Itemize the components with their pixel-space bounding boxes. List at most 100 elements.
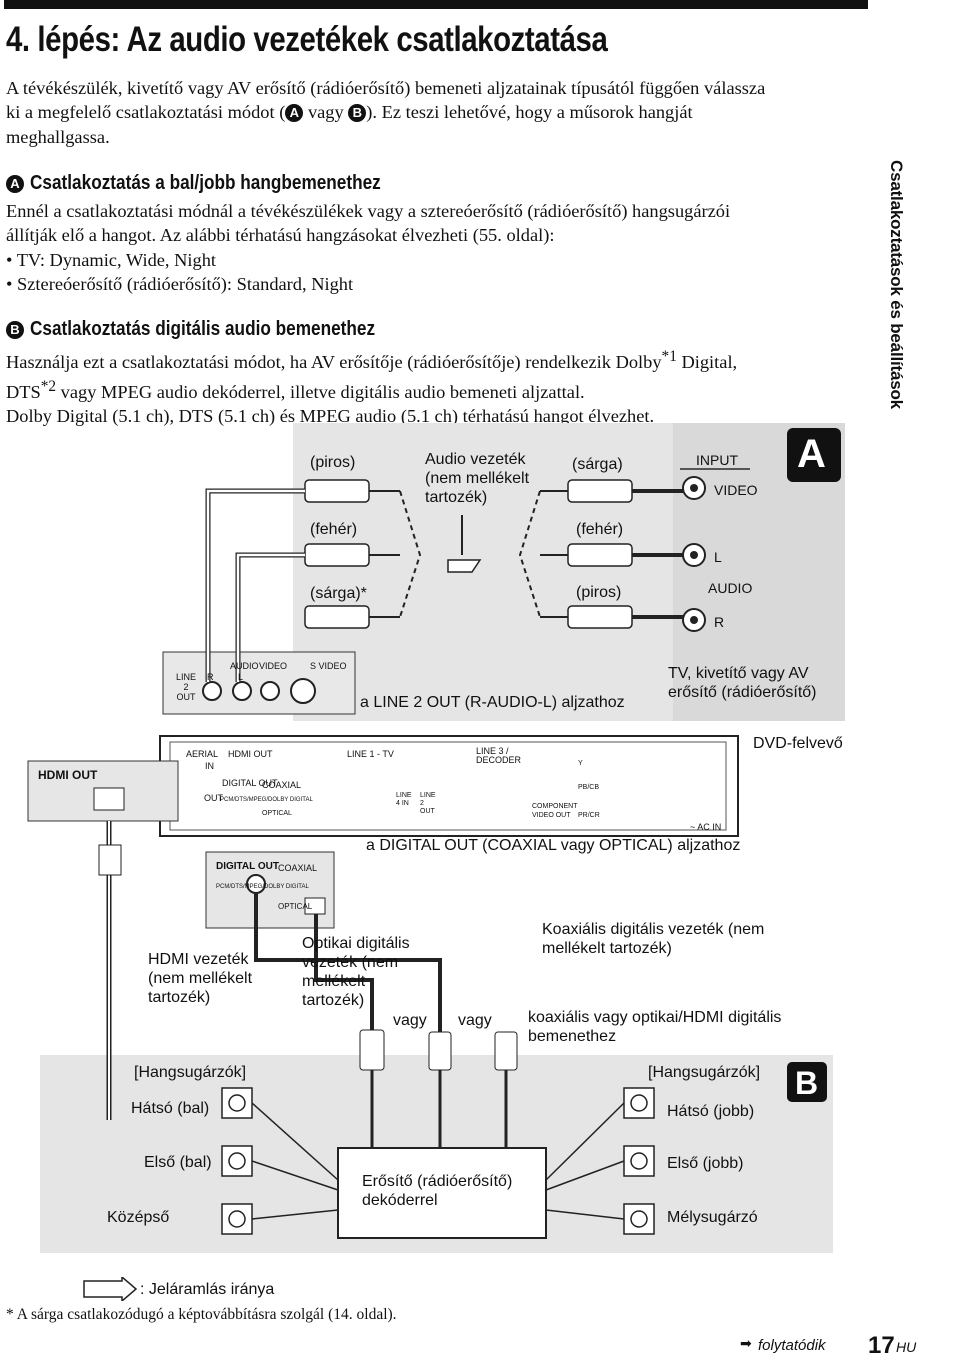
rec-pb: PB/CB xyxy=(578,784,600,791)
section-b-text: vagy MPEG audio dekóderrel, illetve digi… xyxy=(56,381,585,402)
rear-left-label: Hátsó (bal) xyxy=(131,1100,210,1117)
label-red-right: (piros) xyxy=(576,584,622,601)
diagram-graphics xyxy=(27,423,845,1253)
rec-component: COMPONENT xyxy=(532,803,578,810)
rec-out: OUT xyxy=(204,793,223,803)
rec-hdmi-out: HDMI OUT xyxy=(228,749,273,759)
tv-caption: TV, kivetítő vagy AV erősítő (rádióerősí… xyxy=(668,664,817,702)
amplifier-box xyxy=(337,1147,547,1239)
digital-out-zoom-panel xyxy=(205,851,335,929)
side-tab: Csatlakoztatások és beállítások xyxy=(880,160,912,409)
section-b-line: DTS*2 vagy MPEG audio dekóderrel, illetv… xyxy=(6,375,737,405)
footnote-ref: *2 xyxy=(40,377,57,395)
intro-text: vagy xyxy=(303,102,349,123)
tv-video-label: VIDEO xyxy=(714,482,758,498)
intro-line: meghallgassa. xyxy=(6,126,110,147)
page-language-code: HU xyxy=(896,1339,917,1355)
rec-in: IN xyxy=(205,761,214,771)
zoom-optical: OPTICAL xyxy=(278,902,313,911)
optical-plug xyxy=(359,1029,385,1071)
tv-l-label: L xyxy=(714,549,722,565)
line2-video-jack xyxy=(260,681,280,701)
line2-text: OUT xyxy=(176,692,196,702)
coaxial-cable-caption: Koaxiális digitális vezeték (nem melléke… xyxy=(542,920,764,958)
rec-decoder: DECODER xyxy=(476,755,522,765)
box-b-tag xyxy=(787,1062,827,1102)
flow-legend-icon xyxy=(83,1277,138,1301)
speakers-label-right: [Hangsugárzók] xyxy=(648,1064,761,1081)
speaker-front-right xyxy=(623,1145,655,1177)
optical-caption-line: mellékelt xyxy=(302,973,366,990)
plug-red-right xyxy=(567,605,633,629)
label-white-right: (fehér) xyxy=(576,521,624,538)
section-b-text: Használja ezt a csatlakoztatási módot, h… xyxy=(6,352,662,373)
line2-out-label: LINE 2 OUT xyxy=(176,672,196,702)
audio-cable-label: Audio vezeték (nem mellékelt tartozék) xyxy=(425,450,529,507)
rec-pcm: PCM/DTS/MPEG/DOLBY DIGITAL xyxy=(220,797,313,803)
intro-text: ki a megfelelő csatlakoztatási módot ( xyxy=(6,102,286,123)
box-a-letter: A xyxy=(797,432,826,476)
hdmi-caption-line: (nem mellékelt xyxy=(148,970,253,987)
input-note-line: bemenethez xyxy=(528,1028,617,1045)
front-left-label: Első (bal) xyxy=(144,1154,212,1171)
line2-l-label: L xyxy=(238,672,244,682)
intro-line: A tévékészülék, kivetítő vagy AV erősítő… xyxy=(6,78,766,98)
digital-out-caption: a DIGITAL OUT (COAXIAL vagy OPTICAL) alj… xyxy=(366,837,741,854)
section-a-body: Ennél a csatlakoztatási módnál a tévékés… xyxy=(6,199,730,297)
line2-r-jack xyxy=(202,681,222,701)
amplifier-line: Erősítő (rádióerősítő) xyxy=(362,1173,513,1190)
line2-panel xyxy=(162,651,356,715)
box-a-tag xyxy=(787,428,841,482)
front-right-label: Első (jobb) xyxy=(667,1155,744,1172)
tv-r-label: R xyxy=(714,614,725,630)
marker-a-badge: A xyxy=(6,175,24,193)
zoom-digital-out: DIGITAL OUT xyxy=(216,861,279,872)
amplifier-line: dekóderrel xyxy=(362,1192,438,1209)
section-b-heading: B Csatlakoztatás digitális audio bemenet… xyxy=(6,318,431,341)
speaker-center xyxy=(221,1203,253,1235)
section-a-line: állítják elő a hangot. Az alábbi térhatá… xyxy=(6,225,555,246)
tv-caption-line: erősítő (rádióerősítő) xyxy=(668,684,817,701)
arrow-right-icon: ➡ xyxy=(740,1336,752,1352)
or-label: vagy xyxy=(458,1012,492,1029)
line2-svideo-label: S VIDEO xyxy=(310,661,347,671)
marker-a-badge: A xyxy=(285,104,304,123)
line2-text: LINE xyxy=(176,672,197,682)
line2-r-label: R xyxy=(207,672,214,682)
box-b-letter: B xyxy=(795,1065,819,1101)
amp-digital-plug xyxy=(494,1031,518,1071)
label-yellow-left: (sárga)* xyxy=(310,585,367,602)
footnote-ref: *1 xyxy=(661,348,677,365)
zoom-coaxial: COAXIAL xyxy=(278,863,318,873)
intro-line: ki a megfelelő csatlakoztatási módot (A … xyxy=(6,100,765,124)
label-red-left: (piros) xyxy=(310,454,356,471)
dvd-recorder-label: DVD-felvevő xyxy=(753,735,843,752)
audio-cable-line: Audio vezeték xyxy=(425,451,526,468)
plug-white-left xyxy=(304,543,370,567)
tv-audio-label: AUDIO xyxy=(708,580,753,596)
bullet-item: • TV: Dynamic, Wide, Night xyxy=(6,249,217,270)
line2-text: 2 xyxy=(183,682,189,692)
connection-diagram: A B (piros) (fehér) (sárga)* Audio vezet… xyxy=(0,420,960,1260)
page-number: 17 xyxy=(868,1332,895,1359)
rec-pr: PR/CR xyxy=(578,812,600,819)
section-a-line: Ennél a csatlakoztatási módnál a tévékés… xyxy=(6,201,731,221)
line2-svideo-jack xyxy=(290,678,316,704)
rec-line2out: LINE 2 OUT xyxy=(420,792,436,815)
input-note-line: koaxiális vagy optikai/HDMI digitális xyxy=(528,1009,782,1026)
optical-cable xyxy=(314,914,374,1070)
center-label: Középső xyxy=(107,1209,170,1226)
optical-cable-caption: Optikai digitális vezeték (nem mellékelt… xyxy=(302,934,410,1010)
audio-cable-line: (nem mellékelt xyxy=(425,470,530,487)
top-rule xyxy=(4,0,868,9)
speaker-subwoofer xyxy=(623,1203,655,1235)
page-title: 4. lépés: Az audio vezetékek csatlakozta… xyxy=(6,20,608,59)
side-tab-label: Csatlakoztatások és beállítások xyxy=(887,160,906,409)
plug-yellow-left xyxy=(304,605,370,629)
plug-red-left xyxy=(304,479,370,503)
coaxial-caption-line: Koaxiális digitális vezeték (nem xyxy=(542,921,765,938)
line2-audio-label: AUDIO xyxy=(230,661,259,671)
speaker-rear-left xyxy=(221,1087,253,1119)
rec-video-out: VIDEO OUT xyxy=(532,812,571,819)
marker-b-badge: B xyxy=(348,104,367,123)
